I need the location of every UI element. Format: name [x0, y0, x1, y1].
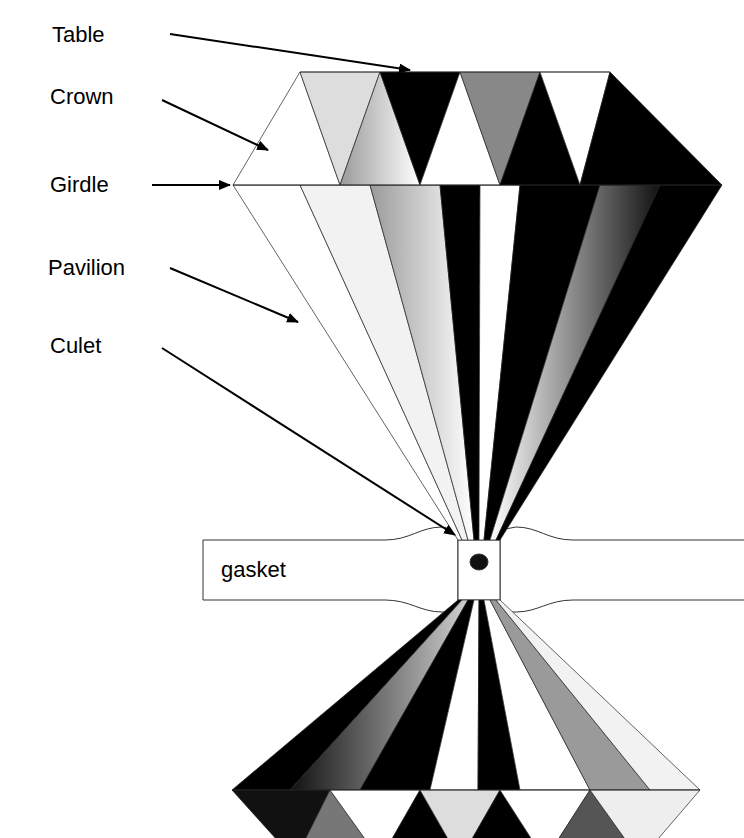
part-label: Crown: [50, 84, 114, 110]
lower-anvil: [232, 600, 700, 838]
gasket-region: gasket: [205, 541, 469, 599]
part-label: Girdle: [50, 172, 109, 198]
gasket-label: gasket: [221, 557, 469, 583]
part-label: Table: [52, 22, 105, 48]
leader-lines: [152, 34, 455, 535]
upper-anvil: [233, 72, 722, 540]
part-label: Culet: [50, 333, 101, 359]
part-label: Pavilion: [48, 255, 125, 281]
